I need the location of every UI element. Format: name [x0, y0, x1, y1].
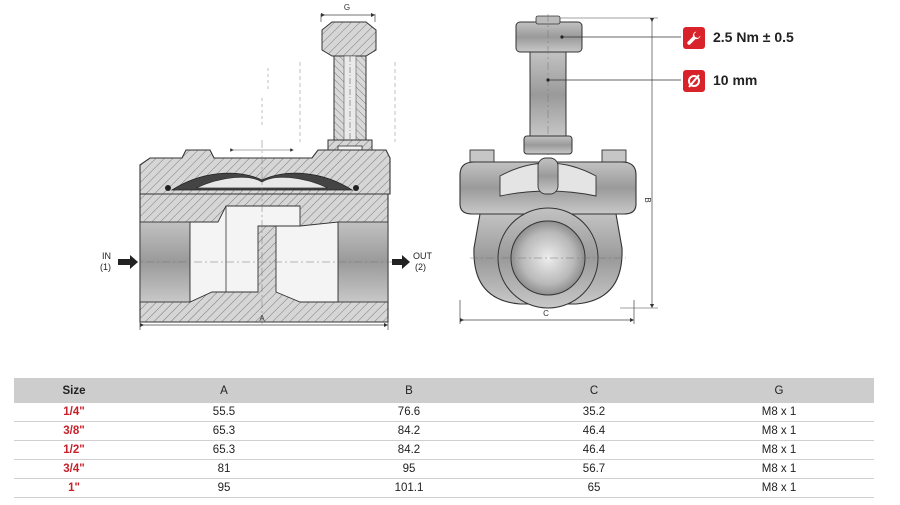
table-row: 1" 95 101.1 65 M8 x 1 [14, 478, 874, 498]
diameter-spec: 10 mm [713, 72, 758, 88]
inlet-port-label: (1) [100, 262, 111, 272]
inlet-label: IN [102, 251, 111, 261]
cell-b: 101.1 [314, 478, 504, 498]
cell-size: 1/2" [14, 440, 134, 460]
section-view: G [100, 3, 433, 330]
table-row: 3/4" 81 95 56.7 M8 x 1 [14, 459, 874, 479]
table-header-row: Size A B C G [14, 378, 874, 403]
outlet-label: OUT [413, 251, 433, 261]
cell-c: 65 [504, 478, 684, 498]
cell-g: M8 x 1 [684, 403, 874, 422]
dim-c-label: C [543, 309, 549, 318]
cell-size: 1/4" [14, 403, 134, 422]
cell-size: 3/8" [14, 421, 134, 441]
cell-a: 95 [134, 478, 314, 498]
cell-a: 81 [134, 459, 314, 479]
cell-c: 46.4 [504, 440, 684, 460]
inlet-arrow-icon [118, 255, 138, 269]
wrench-icon [683, 27, 705, 49]
cell-b: 84.2 [314, 421, 504, 441]
cell-size: 3/4" [14, 459, 134, 479]
cell-c: 46.4 [504, 421, 684, 441]
dim-b-label: B [643, 197, 652, 202]
cell-a: 65.3 [134, 421, 314, 441]
cell-b: 76.6 [314, 403, 504, 422]
cell-g: M8 x 1 [684, 440, 874, 460]
cell-g: M8 x 1 [684, 459, 874, 479]
cell-c: 56.7 [504, 459, 684, 479]
dim-a-label: A [259, 314, 265, 323]
header-a: A [134, 378, 314, 403]
cell-c: 35.2 [504, 403, 684, 422]
outlet-arrow-icon [392, 255, 410, 269]
cell-g: M8 x 1 [684, 478, 874, 498]
torque-spec: 2.5 Nm ± 0.5 [713, 29, 794, 45]
cell-a: 65.3 [134, 440, 314, 460]
cell-size: 1" [14, 478, 134, 498]
table-row: 1/2" 65.3 84.2 46.4 M8 x 1 [14, 440, 874, 460]
diameter-icon [683, 70, 705, 92]
cell-b: 95 [314, 459, 504, 479]
side-view: C B [459, 14, 681, 324]
header-g: G [684, 378, 874, 403]
outlet-port-label: (2) [415, 262, 426, 272]
cell-g: M8 x 1 [684, 421, 874, 441]
header-c: C [504, 378, 684, 403]
header-b: B [314, 378, 504, 403]
dim-g-label: G [344, 3, 350, 12]
header-size: Size [14, 378, 134, 403]
dimensions-table: Size A B C G 1/4" 55.5 76.6 35.2 M8 x 1 … [14, 378, 874, 498]
table-row: 3/8" 65.3 84.2 46.4 M8 x 1 [14, 421, 874, 441]
valve-technical-drawing: G [100, 3, 681, 330]
table-row: 1/4" 55.5 76.6 35.2 M8 x 1 [14, 403, 874, 422]
cell-b: 84.2 [314, 440, 504, 460]
cell-a: 55.5 [134, 403, 314, 422]
